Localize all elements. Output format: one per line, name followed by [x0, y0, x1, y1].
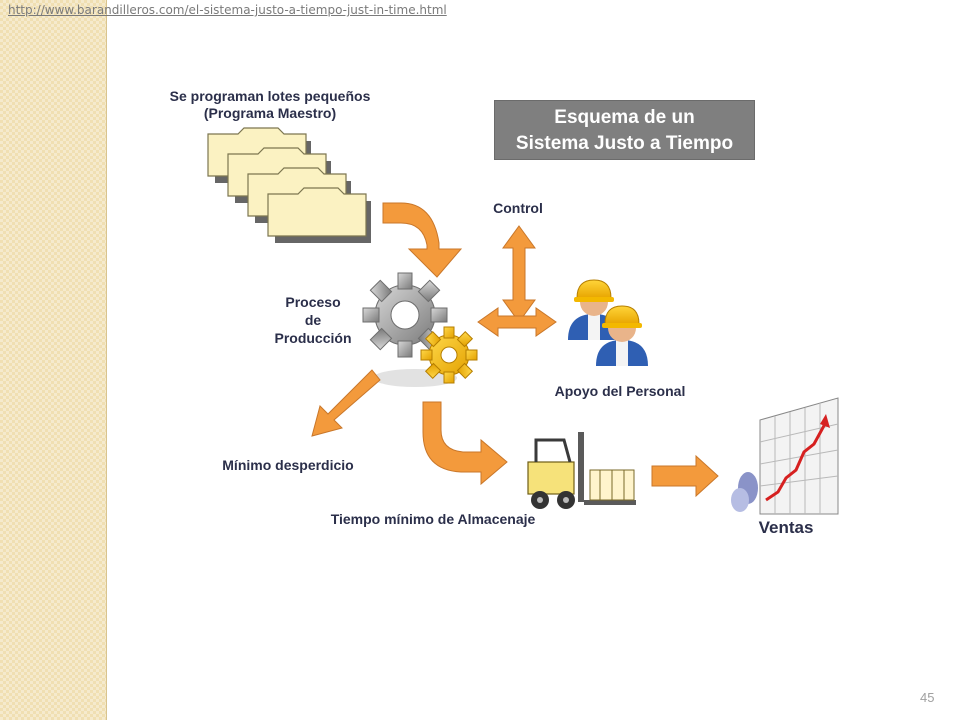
waste-arrow-icon: [311, 369, 381, 437]
diagram-title-line1: Esquema de un: [554, 107, 695, 128]
folder-stack-icon: [207, 127, 371, 243]
support-arrow-icon: [477, 307, 557, 337]
source-link[interactable]: http://www.barandilleros.com/el-sistema-…: [8, 3, 447, 17]
sales-label: Ventas: [758, 518, 814, 537]
lots-label: Se programan lotes pequeños (Programa Ma…: [150, 88, 390, 122]
control-arrow-icon: [502, 225, 536, 323]
process-label-line3: Producción: [274, 330, 352, 347]
gears-icon: [362, 272, 478, 387]
waste-label: Mínimo desperdicio: [222, 457, 354, 473]
diagram-title-line2: Sistema Justo a Tiempo: [515, 133, 734, 154]
process-label: Proceso de Producción: [258, 293, 368, 348]
control-label: Control: [493, 200, 543, 216]
decorative-sidebar: [0, 0, 107, 720]
sales-arrow-icon: [651, 454, 719, 498]
workers-icon: [568, 279, 648, 366]
lots-label-line2: (Programa Maestro): [203, 104, 337, 121]
support-label: Apoyo del Personal: [554, 383, 686, 399]
arrow-to-process-icon: [382, 202, 463, 278]
diagram-title: Esquema de un Sistema Justo a Tiempo: [494, 100, 755, 160]
forklift-icon: [527, 432, 636, 509]
sales-chart-icon: [731, 397, 839, 515]
storage-label: Tiempo mínimo de Almacenaje: [330, 511, 536, 527]
process-label-line1: Proceso: [285, 294, 341, 310]
process-label-line2: de: [304, 312, 322, 329]
lots-label-line1: Se programan lotes pequeños: [169, 88, 371, 104]
page-number: 45: [920, 690, 935, 705]
storage-arrow-icon: [422, 401, 508, 486]
